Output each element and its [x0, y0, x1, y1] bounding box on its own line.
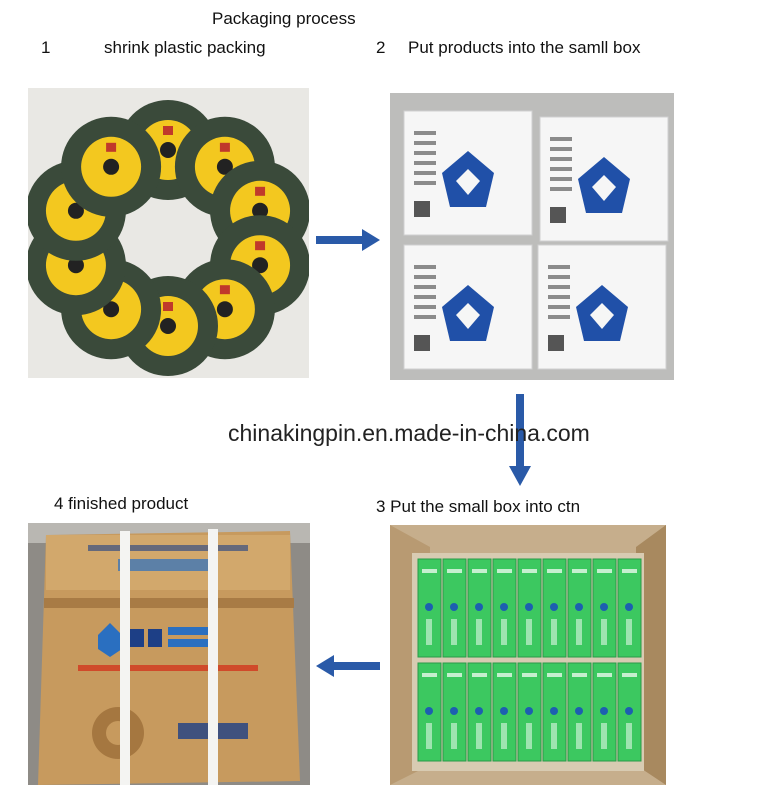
step3-label: 3 Put the small box into ctn — [376, 497, 581, 516]
green-box — [567, 558, 592, 658]
arrow-left-icon — [316, 655, 380, 677]
step2-photo-small-boxes — [390, 93, 674, 380]
step3-photo-boxes-in-carton — [390, 525, 666, 785]
green-box — [492, 558, 517, 658]
green-box — [567, 662, 592, 762]
green-box — [492, 662, 517, 762]
small-box — [537, 244, 667, 370]
green-box — [517, 558, 542, 658]
green-box — [417, 662, 442, 762]
cutting-disc — [61, 116, 162, 217]
step2-label: Put products into the samll box — [408, 38, 641, 57]
green-box — [442, 662, 467, 762]
step1-photo-shrink-packing — [28, 88, 309, 378]
green-box — [592, 662, 617, 762]
step1-number: 1 — [41, 38, 51, 57]
arrow-right-icon — [316, 229, 380, 251]
step1-label: shrink plastic packing — [104, 38, 266, 57]
small-box — [539, 116, 669, 242]
green-box — [442, 558, 467, 658]
green-box — [542, 662, 567, 762]
green-box — [417, 558, 442, 658]
green-box — [517, 662, 542, 762]
arrow-down-icon — [509, 394, 531, 486]
page-title: Packaging process — [212, 9, 356, 28]
small-box — [403, 244, 533, 370]
step4-photo-finished-carton — [28, 523, 310, 785]
green-box — [542, 558, 567, 658]
green-box — [592, 558, 617, 658]
green-box — [467, 558, 492, 658]
green-box — [467, 662, 492, 762]
step4-label: 4 finished product — [54, 494, 189, 513]
step2-number: 2 — [376, 38, 386, 57]
green-box — [617, 662, 642, 762]
green-box — [617, 558, 642, 658]
small-box — [403, 110, 533, 236]
watermark-text: chinakingpin.en.made-in-china.com — [228, 420, 590, 446]
